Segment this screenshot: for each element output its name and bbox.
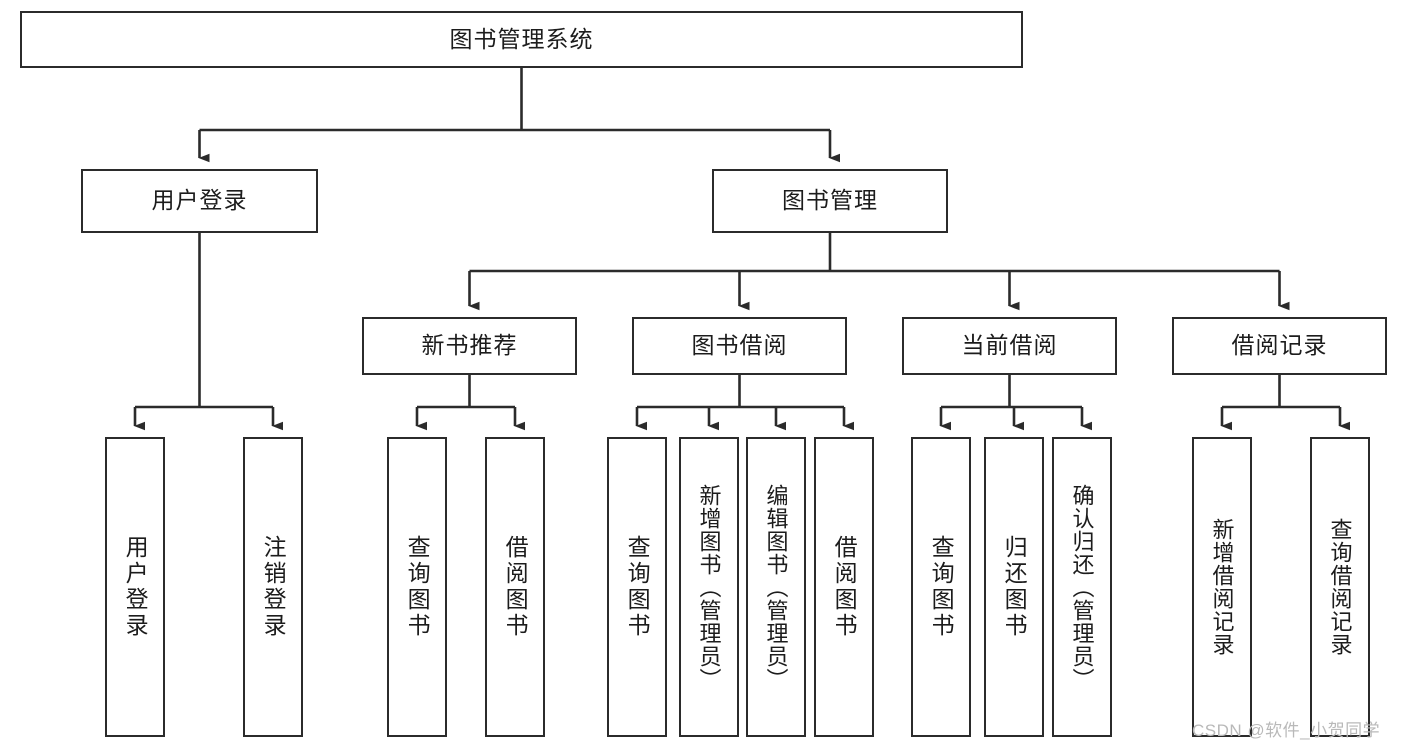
node-label-borrow-record: 借阅记录 [1231, 332, 1328, 359]
node-label-new-book-rec: 新书推荐 [421, 332, 518, 359]
node-label-leaf-query-book-1: 查询图书 [404, 535, 431, 639]
node-label-leaf-confirm-return: 确认归还（管理员） [1069, 483, 1095, 691]
node-leaf-add-record[interactable]: 新增借阅记录 [1192, 437, 1252, 737]
node-label-leaf-query-book-3: 查询图书 [928, 535, 955, 639]
node-leaf-logout[interactable]: 注销登录 [243, 437, 303, 737]
node-label-user-login: 用户登录 [151, 187, 248, 214]
node-label-leaf-borrow-book-1: 借阅图书 [502, 535, 529, 639]
node-leaf-query-book-3[interactable]: 查询图书 [911, 437, 971, 737]
node-borrow-record[interactable]: 借阅记录 [1172, 317, 1387, 375]
watermark-text: CSDN @软件_小贺同学 [1192, 721, 1381, 740]
node-user-login[interactable]: 用户登录 [81, 169, 318, 233]
node-label-book-manage: 图书管理 [782, 187, 878, 214]
node-label-leaf-return-book: 归还图书 [1001, 535, 1028, 639]
node-label-leaf-query-record: 查询借阅记录 [1327, 518, 1353, 656]
node-leaf-add-book[interactable]: 新增图书（管理员） [679, 437, 739, 737]
node-current-borrow[interactable]: 当前借阅 [902, 317, 1117, 375]
node-leaf-query-book-2[interactable]: 查询图书 [607, 437, 667, 737]
node-leaf-return-book[interactable]: 归还图书 [984, 437, 1044, 737]
node-label-leaf-edit-book: 编辑图书（管理员） [763, 483, 789, 691]
node-label-leaf-query-book-2: 查询图书 [624, 535, 651, 639]
node-root[interactable]: 图书管理系统 [20, 11, 1023, 68]
node-label-current-borrow: 当前借阅 [961, 332, 1058, 359]
node-label-leaf-add-book: 新增图书（管理员） [696, 483, 722, 691]
node-leaf-confirm-return[interactable]: 确认归还（管理员） [1052, 437, 1112, 737]
node-new-book-rec[interactable]: 新书推荐 [362, 317, 577, 375]
node-label-leaf-logout: 注销登录 [260, 535, 287, 639]
node-label-root: 图书管理系统 [449, 25, 594, 52]
node-leaf-query-record[interactable]: 查询借阅记录 [1310, 437, 1370, 737]
node-leaf-user-login[interactable]: 用户登录 [105, 437, 165, 737]
node-leaf-edit-book[interactable]: 编辑图书（管理员） [746, 437, 806, 737]
node-leaf-borrow-book-2[interactable]: 借阅图书 [814, 437, 874, 737]
node-label-book-borrow: 图书借阅 [691, 332, 788, 359]
node-book-manage[interactable]: 图书管理 [712, 169, 948, 233]
node-book-borrow[interactable]: 图书借阅 [632, 317, 847, 375]
node-label-leaf-borrow-book-2: 借阅图书 [831, 535, 858, 639]
node-label-leaf-user-login: 用户登录 [122, 535, 149, 639]
node-leaf-borrow-book-1[interactable]: 借阅图书 [485, 437, 545, 737]
node-leaf-query-book-1[interactable]: 查询图书 [387, 437, 447, 737]
node-label-leaf-add-record: 新增借阅记录 [1209, 518, 1235, 656]
